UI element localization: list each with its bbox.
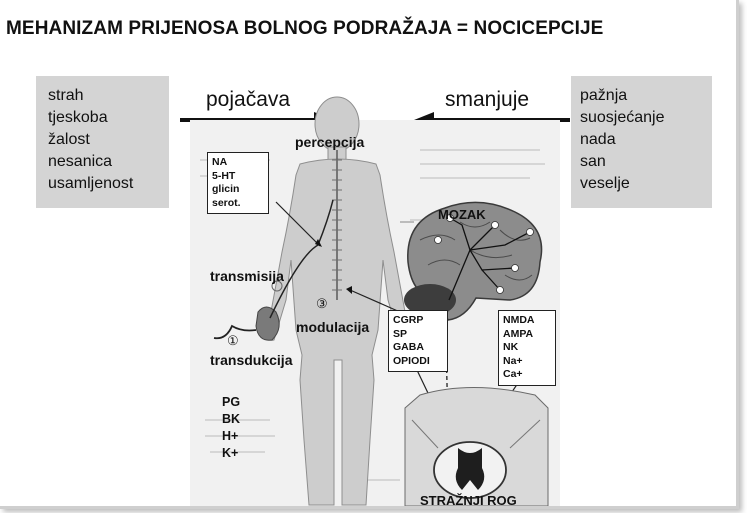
- receptor-item: NMDA: [503, 314, 535, 326]
- factor-item: veselje: [580, 175, 630, 192]
- reduces-label: smanjuje: [445, 88, 530, 111]
- page-title: MEHANIZAM PRIJENOSA BOLNOG PODRAŽAJA = N…: [6, 18, 604, 39]
- neurotransmitter-box: NA 5-HT glicin serot.: [207, 152, 269, 214]
- modulator-item: SP: [393, 327, 408, 340]
- mediator-item: H+: [222, 429, 239, 443]
- reducing-factors-box: pažnja suosjećanje nada san veselje: [571, 76, 712, 208]
- neurotransmitter-item: NA: [212, 156, 228, 168]
- receptor-box: NMDA AMPA NK Na+ Ca+: [498, 310, 556, 386]
- modulator-item: GABA: [393, 341, 424, 353]
- brain-label: MOZAK: [438, 207, 486, 222]
- brain-illustration: [404, 201, 543, 321]
- mediators-list: PG BK H+ K+: [222, 394, 240, 462]
- modulator-box: CGRP SP GABA OPIODI: [388, 310, 448, 372]
- receptor-item: NK: [503, 341, 519, 353]
- factor-item: usamljenost: [48, 175, 134, 192]
- neurotransmitter-item: serot.: [212, 196, 241, 209]
- factor-item: tjeskoba: [48, 109, 108, 126]
- receptor-item: AMPA: [503, 327, 534, 340]
- amplifying-factors-box: strah tjeskoba žalost nesanica usamljeno…: [36, 76, 169, 208]
- receptor-item: Ca+: [503, 368, 523, 380]
- modulator-item: CGRP: [393, 314, 424, 326]
- dorsal-horn-label: STRAŽNJI ROG: [420, 493, 517, 508]
- neurotransmitter-item: 5-HT: [212, 169, 236, 182]
- modulator-item: OPIODI: [393, 354, 430, 367]
- step-marker-1: ①: [227, 333, 239, 348]
- dorsal-horn-illustration: [404, 387, 549, 506]
- neurotransmitter-item: glicin: [212, 183, 240, 195]
- modulation-label: modulacija: [296, 319, 370, 335]
- factor-item: strah: [48, 87, 84, 104]
- factor-item: pažnja: [580, 87, 628, 104]
- nociception-illustration: [190, 96, 560, 506]
- factor-item: žalost: [48, 131, 90, 148]
- amplifies-label: pojačava: [206, 88, 291, 111]
- mediator-item: PG: [222, 395, 241, 409]
- mediator-item: BK: [222, 412, 241, 426]
- transduction-label: transdukcija: [210, 352, 293, 368]
- receptor-item: Na+: [503, 354, 523, 367]
- step-marker-3: ③: [316, 296, 328, 311]
- factor-item: nada: [580, 131, 616, 148]
- perception-label: percepcija: [295, 134, 365, 150]
- factor-item: nesanica: [48, 153, 113, 170]
- mediator-item: K+: [222, 446, 239, 460]
- factor-item: suosjećanje: [580, 109, 665, 126]
- factor-item: san: [580, 153, 606, 170]
- transmission-label: transmisija: [210, 268, 284, 284]
- human-body: [266, 96, 410, 506]
